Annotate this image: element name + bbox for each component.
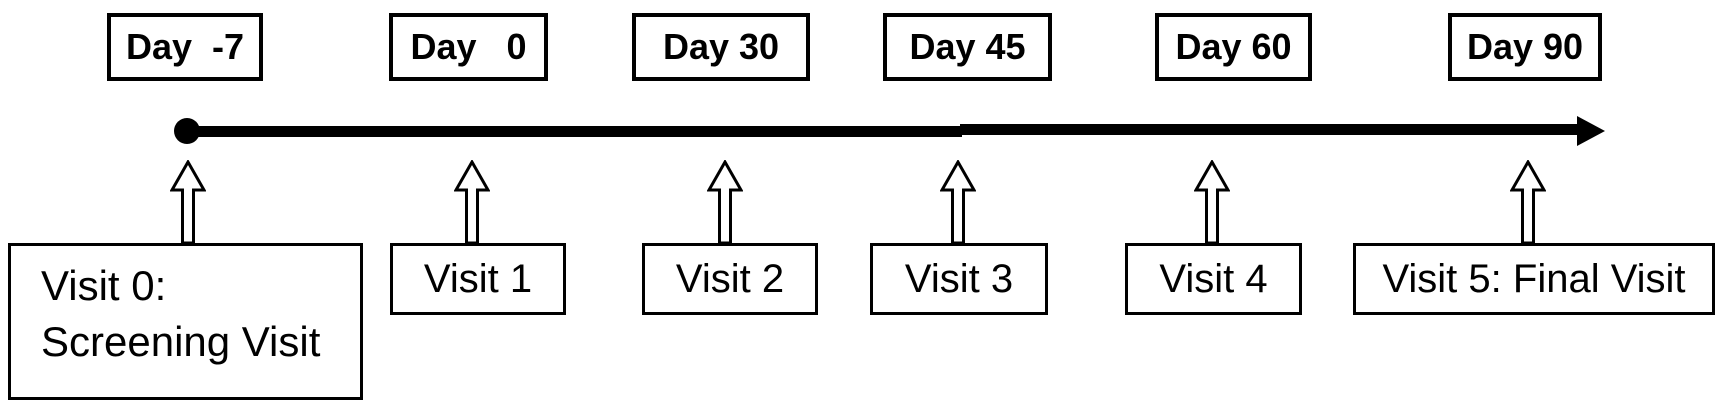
visit-label: Visit 0: bbox=[41, 262, 167, 309]
day-box-45: Day 45 bbox=[883, 13, 1052, 81]
visit-label: Screening Visit bbox=[41, 318, 321, 365]
day-box-minus-7: Day -7 bbox=[107, 13, 263, 81]
up-arrow-icon bbox=[1510, 160, 1546, 244]
visit-box-1: Visit 1 bbox=[390, 243, 566, 315]
visit-box-screening: Visit 0: Screening Visit bbox=[8, 243, 363, 400]
visit-box-2: Visit 2 bbox=[642, 243, 818, 315]
day-box-90: Day 90 bbox=[1448, 13, 1602, 81]
up-arrow-icon bbox=[1194, 160, 1230, 244]
visit-box-4: Visit 4 bbox=[1125, 243, 1302, 315]
up-arrow-icon bbox=[454, 160, 490, 244]
timeline-axis bbox=[960, 124, 1580, 135]
day-box-30: Day 30 bbox=[632, 13, 810, 81]
visit-box-final: Visit 5: Final Visit bbox=[1353, 243, 1715, 315]
up-arrow-icon bbox=[707, 160, 743, 244]
visit-box-3: Visit 3 bbox=[870, 243, 1048, 315]
day-box-0: Day 0 bbox=[389, 13, 548, 81]
timeline-axis bbox=[187, 126, 962, 137]
timeline-arrowhead-icon bbox=[1577, 116, 1605, 146]
up-arrow-icon bbox=[170, 160, 206, 244]
up-arrow-icon bbox=[940, 160, 976, 244]
day-box-60: Day 60 bbox=[1155, 13, 1312, 81]
